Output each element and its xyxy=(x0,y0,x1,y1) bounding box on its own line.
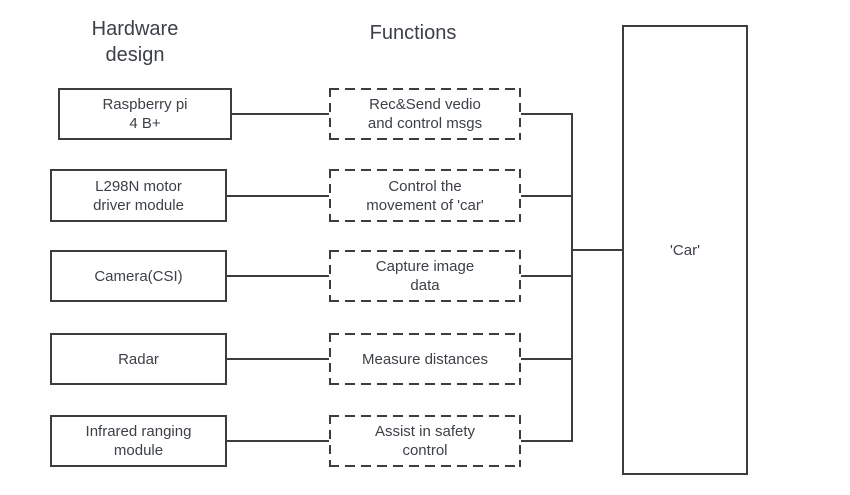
hardware-label-camera-csi: Camera(CSI) xyxy=(94,267,183,285)
function-label-measure-distances: Measure distances xyxy=(362,350,488,368)
bus-line xyxy=(571,113,573,442)
function-label-control-movement: Control the movement of 'car' xyxy=(366,177,484,214)
function-box-capture-image: Capture image data xyxy=(329,250,521,302)
connector-hw-fn-row3 xyxy=(225,275,329,277)
car-label: 'Car' xyxy=(670,241,700,259)
hardware-box-radar: Radar xyxy=(50,333,227,385)
column-header-hardware-design: Hardware design xyxy=(91,18,179,66)
connector-fn-bus-row1 xyxy=(521,113,573,115)
hardware-box-raspberry-pi: Raspberry pi 4 B+ xyxy=(58,88,232,140)
function-label-assist-safety: Assist in safety control xyxy=(374,423,476,459)
connector-hw-fn-row1 xyxy=(230,113,329,115)
connector-fn-bus-row2 xyxy=(521,195,573,197)
column-header-functions: Functions xyxy=(369,22,457,44)
hardware-label-radar: Radar xyxy=(118,350,159,368)
connector-hw-fn-row2 xyxy=(225,195,329,197)
function-box-rec-send-video: Rec&Send vedio and control msgs xyxy=(329,88,521,140)
connector-hw-fn-row4 xyxy=(225,358,329,360)
function-label-capture-image: Capture image data xyxy=(375,258,475,294)
connector-fn-bus-row4 xyxy=(521,358,573,360)
hardware-box-camera-csi: Camera(CSI) xyxy=(50,250,227,302)
function-box-control-movement: Control the movement of 'car' xyxy=(329,169,521,222)
hardware-box-l298n-motor-driver: L298N motor driver module xyxy=(50,169,227,222)
hardware-label-infrared-ranging: Infrared ranging module xyxy=(85,423,192,459)
connector-fn-bus-row5 xyxy=(521,440,573,442)
function-box-measure-distances: Measure distances xyxy=(329,333,521,385)
function-label-rec-send-video: Rec&Send vedio and control msgs xyxy=(367,96,483,132)
connector-bus-car xyxy=(573,249,622,251)
connector-fn-bus-row3 xyxy=(521,275,573,277)
hardware-box-infrared-ranging: Infrared ranging module xyxy=(50,415,227,467)
car-box: 'Car' xyxy=(622,25,748,475)
hardware-label-raspberry-pi: Raspberry pi 4 B+ xyxy=(102,96,188,132)
function-box-assist-safety: Assist in safety control xyxy=(329,415,521,467)
hardware-label-l298n-motor-driver: L298N motor driver module xyxy=(93,177,184,214)
connector-hw-fn-row5 xyxy=(225,440,329,442)
